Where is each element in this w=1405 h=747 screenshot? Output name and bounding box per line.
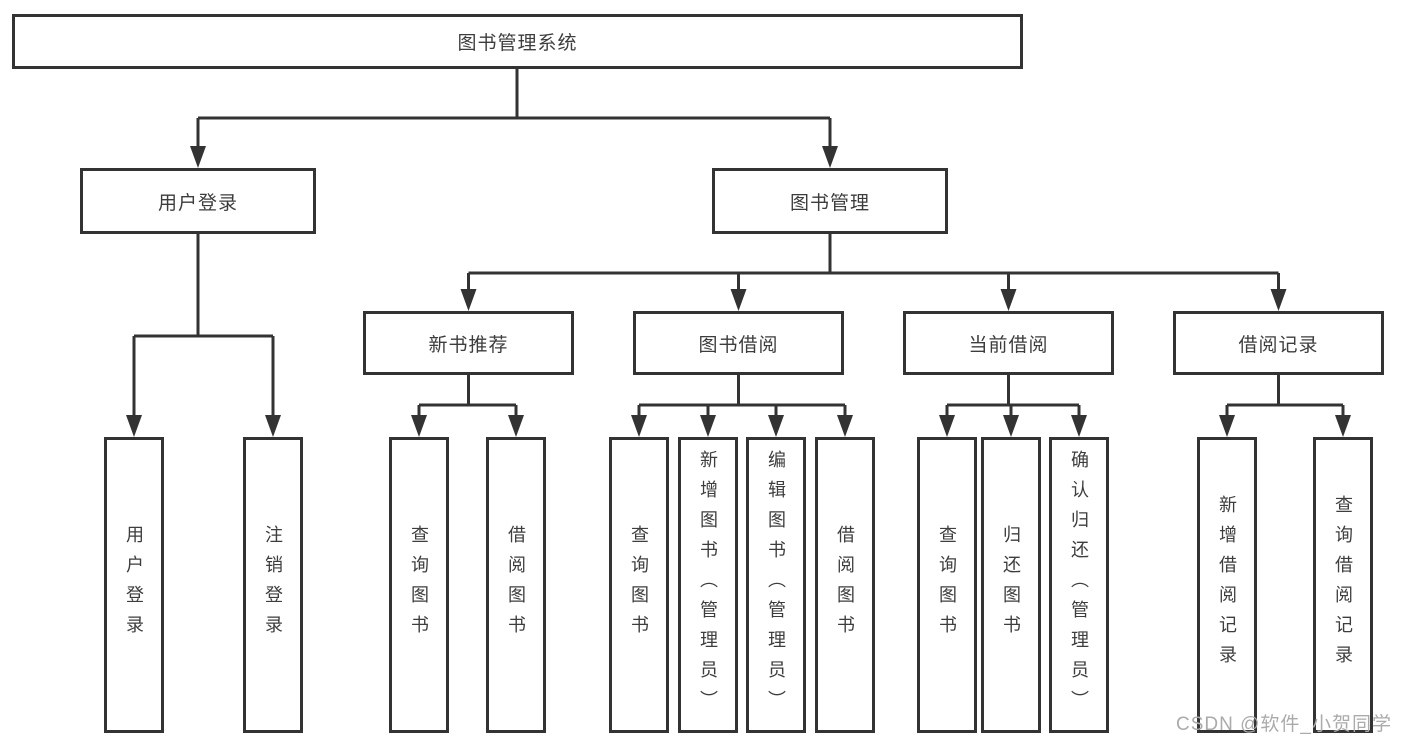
leaf-label: 查询借阅记录 [1333, 495, 1353, 675]
leaf-label: 编辑图书（管理员） [766, 450, 786, 720]
csdn-watermark: CSDN @软件_小贺同学 [1176, 714, 1392, 735]
leaf-label: 归还图书 [1001, 525, 1021, 645]
leaf-label: 借阅图书 [835, 525, 855, 645]
leaf-label: 查询图书 [409, 525, 429, 645]
leaf-label: 查询图书 [937, 525, 957, 645]
leaf-label: 确认归还（管理员） [1069, 450, 1089, 720]
leaf-label: 新增图书（管理员） [698, 450, 718, 720]
node-current-borrowing: 当前借阅 [903, 311, 1114, 375]
leaf-return-book: 归还图书 [981, 437, 1041, 733]
node-label: 图书借阅 [698, 334, 779, 356]
node-label: 新书推荐 [428, 334, 509, 356]
node-label: 借阅记录 [1238, 334, 1319, 356]
leaf-search-borrow-record: 查询借阅记录 [1313, 437, 1373, 733]
node-label: 当前借阅 [968, 334, 1049, 356]
leaf-search-books-recommend: 查询图书 [389, 437, 449, 733]
leaf-logout: 注销登录 [243, 437, 303, 733]
node-label: 图书管理系统 [457, 33, 578, 54]
leaf-user-login: 用户登录 [104, 437, 164, 733]
leaf-confirm-return-admin: 确认归还（管理员） [1049, 437, 1109, 733]
arrowheads [126, 146, 1351, 437]
node-new-book-recommend: 新书推荐 [363, 311, 574, 375]
node-label: 图书管理 [789, 192, 870, 214]
node-borrowing-records: 借阅记录 [1173, 311, 1384, 375]
leaf-borrow-books-borrowing: 借阅图书 [815, 437, 875, 733]
leaf-label: 新增借阅记录 [1217, 495, 1237, 675]
node-label: 用户登录 [157, 192, 238, 214]
leaf-edit-book-admin: 编辑图书（管理员） [746, 437, 806, 733]
leaf-label: 查询图书 [629, 525, 649, 645]
leaf-search-books-borrowing: 查询图书 [609, 437, 669, 733]
node-book-borrowing: 图书借阅 [633, 311, 844, 375]
leaf-label: 用户登录 [124, 525, 144, 645]
node-book-management: 图书管理 [712, 168, 948, 234]
leaf-search-books-current: 查询图书 [917, 437, 977, 733]
node-user-login: 用户登录 [80, 168, 316, 234]
leaf-add-book-admin: 新增图书（管理员） [678, 437, 738, 733]
node-root-library-system: 图书管理系统 [12, 14, 1023, 69]
leaf-add-borrow-record: 新增借阅记录 [1197, 437, 1257, 733]
leaf-borrow-books-recommend: 借阅图书 [486, 437, 546, 733]
leaf-label: 借阅图书 [506, 525, 526, 645]
leaf-label: 注销登录 [263, 525, 283, 645]
